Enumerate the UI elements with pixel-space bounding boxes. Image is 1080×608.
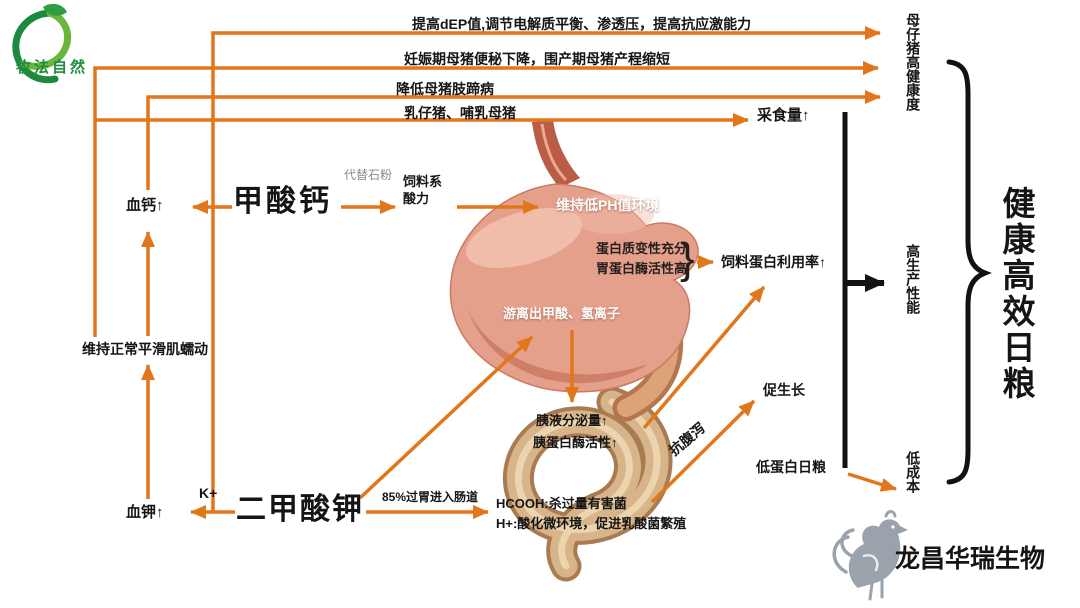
flow-arrows [93, 26, 897, 519]
replace-limestone-label: 代替石粉 [344, 168, 393, 182]
benefit-pigs-text: 乳仔猪、哺乳母猪 [404, 105, 516, 121]
benefit-constipation-text: 妊娠期母猪便秘下降，围产期母猪产程缩短 [404, 51, 670, 67]
stomach-illustration [449, 120, 699, 582]
blood-potassium-label: 血钾↑ [126, 504, 164, 521]
brand-name: 牧法自然 [16, 59, 89, 76]
brand-logo-icon [12, 3, 72, 84]
trypsin-activity-label: 胰蛋白酶活性↑ [533, 435, 618, 450]
big-brace [946, 59, 992, 485]
feed-acidity-label-line2: 酸力 [403, 191, 430, 206]
arrow-trypsin-to-utilization [642, 285, 766, 430]
high-performance-label: 高生产性能 [905, 244, 922, 314]
conclusion-title: 健康高效日粮 [997, 186, 1035, 402]
arrow-constipation-line [93, 61, 879, 337]
feed-intake-label: 采食量↑ [757, 107, 810, 124]
arrow-hoof-line [146, 90, 881, 190]
benefit-hoof-text: 降低母猪肢蹄病 [396, 81, 494, 97]
k-ion-label: K+ [199, 485, 218, 501]
hcooh-label: HCOOH:杀过量有害菌 [496, 496, 627, 511]
arrow-dep-line [211, 26, 881, 511]
protein-denaturation-label: 蛋白质变性充分 [596, 241, 688, 256]
smooth-muscle-label: 维持正常平滑肌蠕动 [82, 341, 208, 357]
pass-rate-label: 85%过胃进入肠道 [382, 490, 479, 504]
low-protein-diet-label: 低蛋白日粮 [756, 459, 826, 475]
arrow-pdf-to-freeacid [358, 335, 534, 500]
low-ph-label: 维持低PH值环境 [556, 197, 660, 213]
pepsin-activity-label: 胃蛋白酶活性高 [596, 261, 688, 276]
blood-calcium-label: 血钙↑ [126, 197, 164, 214]
calcium-formate-title: 甲酸钙 [233, 185, 332, 218]
h-ion-label: H+:酸化微环境，促进乳酸菌繁殖 [496, 516, 687, 531]
arrow-to-low-cost [847, 472, 897, 492]
stomach-body-graphic [449, 183, 699, 393]
low-cost-label: 低成本 [905, 451, 922, 493]
pancreatic-juice-label: 胰液分泌量↑ [536, 413, 608, 428]
benefit-dep-text: 提高dEP值,调节电解质平衡、渗透压，提高抗应激能力 [412, 16, 752, 32]
small-brace-glyph: } [680, 234, 695, 283]
collector-lines [842, 59, 992, 485]
esophagus-graphic [532, 120, 580, 188]
growth-promotion-label: 促生长 [763, 382, 805, 398]
company-name: 龙昌华瑞生物 [895, 545, 1046, 573]
free-acid-label: 游离出甲酸、氢离子 [503, 306, 621, 321]
sow-piglet-health-label: 母仔猪高健康度 [905, 13, 922, 111]
rooster-logo-icon [832, 510, 908, 601]
potassium-diformate-title: 二甲酸钾 [236, 493, 364, 526]
arrow-gut-to-growth [650, 399, 756, 504]
protein-utilization-label: 饲料蛋白利用率↑ [721, 254, 826, 270]
feed-acidity-label-line1: 饲料系 [403, 174, 443, 189]
intestine-graphic [502, 386, 673, 582]
